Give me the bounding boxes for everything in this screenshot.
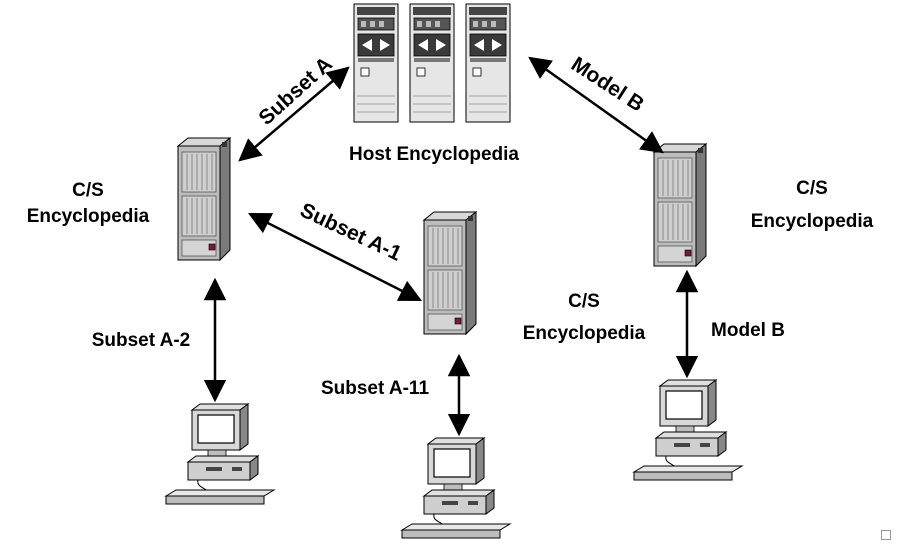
arrow-left-to-center bbox=[247, 212, 423, 302]
pc-center-icon bbox=[401, 437, 511, 539]
host-encyclopedia-label: Host Encyclopedia bbox=[349, 144, 519, 165]
link-label-subset-a-11: Subset A-11 bbox=[321, 378, 429, 399]
link-label-subset-a-2: Subset A-2 bbox=[92, 330, 191, 351]
cs-server-center-icon bbox=[423, 211, 477, 335]
cs-server-left-icon bbox=[177, 137, 231, 261]
cs-server-right-icon bbox=[653, 143, 707, 267]
host-mainframe-icon bbox=[353, 3, 511, 123]
pc-left-icon bbox=[165, 403, 275, 505]
cs-center-label-line1: C/S bbox=[568, 291, 600, 312]
cs-center-label-line2: Encyclopedia bbox=[523, 323, 646, 344]
arrow-host-to-right bbox=[528, 56, 664, 154]
link-label-model-b-bottom: Model B bbox=[711, 320, 785, 341]
arrow-host-to-left bbox=[238, 66, 350, 162]
cs-left-label-line1: C/S bbox=[72, 180, 104, 201]
pc-right-icon bbox=[633, 379, 743, 481]
link-label-subset-a: Subset A bbox=[254, 52, 336, 129]
cs-right-label-line2: Encyclopedia bbox=[751, 211, 874, 232]
corner-square-mark bbox=[881, 530, 891, 540]
cs-left-label-line2: Encyclopedia bbox=[27, 206, 150, 227]
cs-right-label-line1: C/S bbox=[796, 178, 828, 199]
link-label-model-b-top: Model B bbox=[567, 53, 648, 117]
link-label-subset-a-1: Subset A-1 bbox=[297, 199, 406, 266]
